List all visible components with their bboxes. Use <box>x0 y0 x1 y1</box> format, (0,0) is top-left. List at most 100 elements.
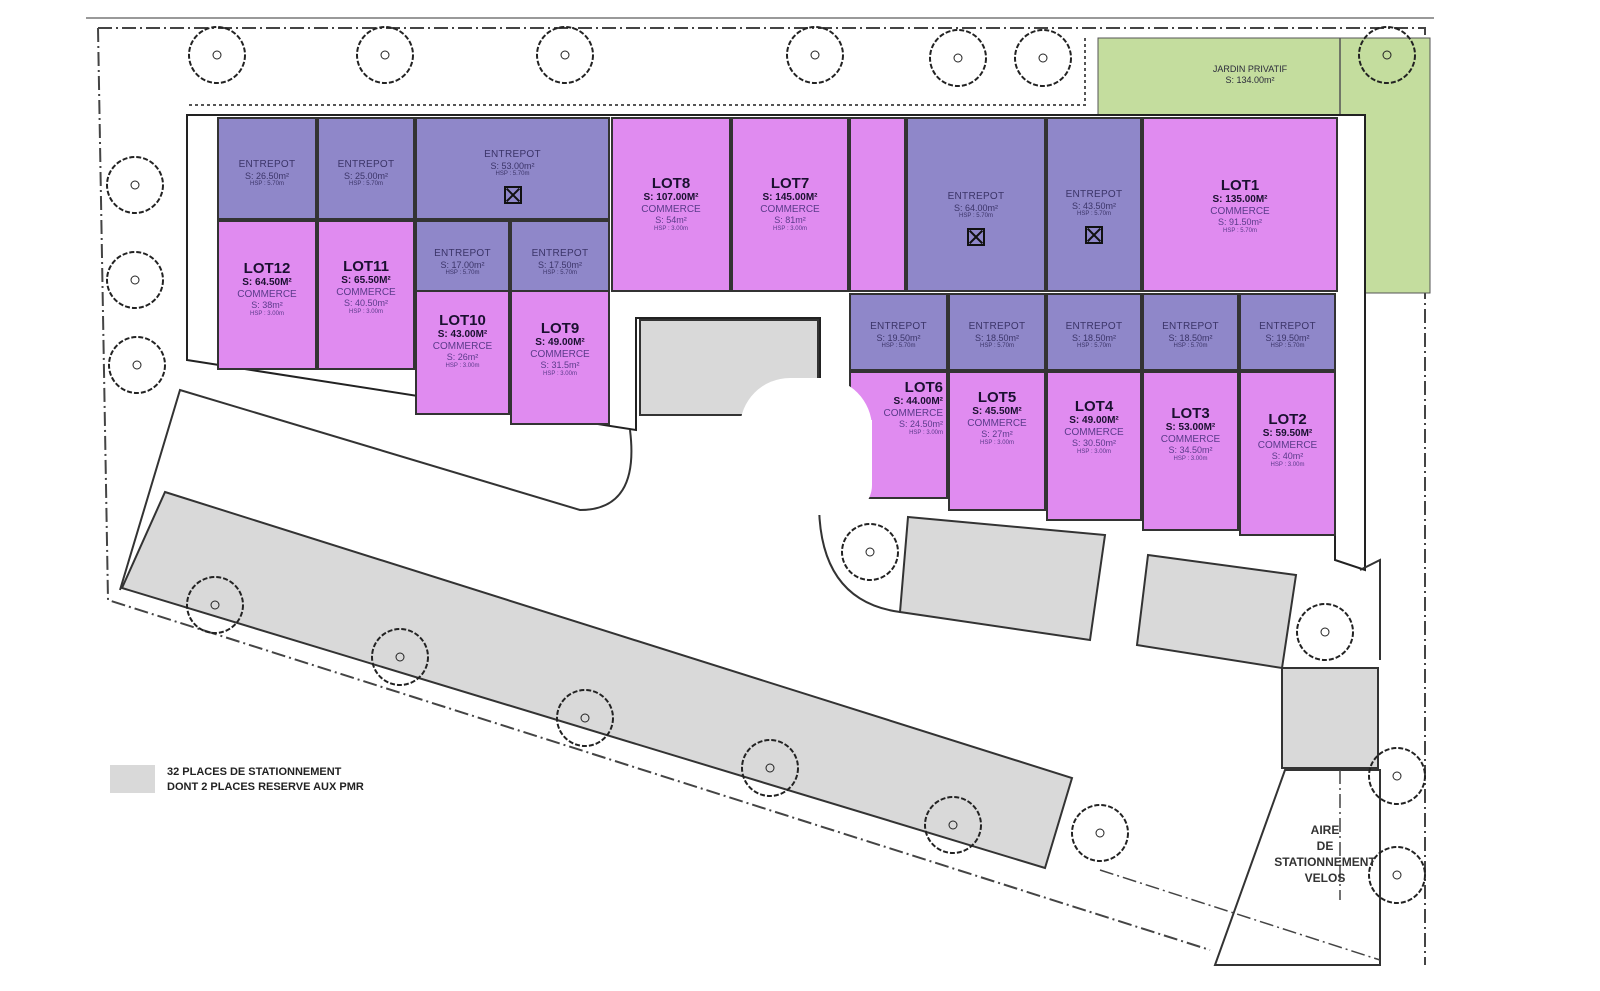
tree-icon <box>1358 26 1416 84</box>
lot-area: S: 65.50M² <box>341 275 391 287</box>
tree-trunk-icon <box>130 275 140 285</box>
lot-height: HSP : 3.00m <box>654 225 688 232</box>
tree-trunk-icon <box>130 180 140 190</box>
tree-trunk-icon <box>810 50 820 60</box>
entrepot-height: HSP : 5.70m <box>445 269 480 276</box>
tree-trunk-icon <box>1392 771 1402 781</box>
bike-label-line: STATIONNEMENT <box>1274 855 1376 869</box>
lot-label: LOT8 <box>651 175 691 192</box>
lot-use-area: S: 54m² <box>655 215 687 226</box>
lot-use-area: S: 31.5m² <box>540 360 580 371</box>
mask-shape <box>810 420 872 515</box>
tree-trunk-icon <box>1038 53 1048 63</box>
property-line <box>1099 869 1381 961</box>
bike-label-line: AIRE <box>1310 823 1340 837</box>
lot-use: COMMERCE <box>1064 426 1124 438</box>
parking-legend: 32 PLACES DE STATIONNEMENT DONT 2 PLACES… <box>167 765 364 795</box>
entrepot-height: HSP : 5.70m <box>959 212 993 219</box>
entrepot-height: HSP : 5.70m <box>1077 210 1111 217</box>
entrepot-height: HSP : 5.70m <box>980 342 1014 349</box>
tree-trunk-icon <box>1095 828 1105 838</box>
tree-trunk-icon <box>865 547 875 557</box>
lot-height: HSP : 3.00m <box>1270 461 1305 468</box>
bike-area-outline <box>1213 769 1381 966</box>
entrepot-label: ENTREPOT <box>1259 321 1316 332</box>
tree-trunk-icon <box>580 713 590 723</box>
lot-area: S: 49.00M² <box>535 337 585 349</box>
tree-icon <box>371 628 429 686</box>
lot-area: S: 45.50M² <box>972 406 1022 418</box>
lot-label: LOT9 <box>540 320 580 337</box>
entrepot-label: ENTREPOT <box>337 159 395 170</box>
entrepot-area: S: 17.50m² <box>537 259 583 270</box>
tree-icon <box>1296 603 1354 661</box>
lot-use-area: S: 34.50m² <box>1168 445 1213 456</box>
entrepot-label: ENTREPOT <box>968 321 1026 332</box>
entrepot-height: HSP : 5.70m <box>543 269 577 276</box>
entrepot-area: S: 17.00m² <box>440 259 485 270</box>
lot-use: COMMERCE <box>641 203 701 215</box>
entrepot-label: ENTREPOT <box>531 248 589 259</box>
entrepot-area: S: 26.50m² <box>244 170 290 181</box>
parking-strip <box>120 490 1074 870</box>
lot-use-area: S: 38m² <box>251 300 283 311</box>
tree-icon <box>1014 29 1072 87</box>
entrepot-label: ENTREPOT <box>484 149 541 160</box>
tree-trunk-icon <box>948 820 958 830</box>
site-boundary-top <box>86 17 1434 19</box>
lot-height: HSP : 3.00m <box>543 370 577 377</box>
lot-label: LOT12 <box>243 260 291 277</box>
entrepot-area: S: 18.50m² <box>1168 332 1213 343</box>
tree-icon <box>188 26 246 84</box>
lot-height: HSP : 5.70m <box>1223 227 1257 234</box>
lot-area: S: 49.00M² <box>1069 415 1119 427</box>
lot-label: LOT11 <box>343 258 389 275</box>
tree-trunk-icon <box>765 763 775 773</box>
lot-area: S: 44.00M² <box>893 396 943 408</box>
lot-label: LOT1 <box>1220 177 1260 194</box>
tree-trunk-icon <box>953 53 963 63</box>
jardin-title: JARDIN PRIVATIF <box>1212 64 1288 74</box>
entrepot-area: S: 25.00m² <box>343 170 389 181</box>
lot-use: COMMERCE <box>967 417 1027 429</box>
lot-area: S: 53.00M² <box>1165 422 1216 434</box>
entrepot-height: HSP : 5.70m <box>349 180 383 187</box>
lot-use-area: S: 91.50m² <box>1217 217 1263 228</box>
entrepot-area: S: 19.50m² <box>876 332 921 343</box>
entrepot-area: S: 43.50m² <box>1071 200 1117 211</box>
legend-line: DONT 2 PLACES RESERVE AUX PMR <box>167 781 364 793</box>
tree-trunk-icon <box>212 50 222 60</box>
tree-icon <box>556 689 614 747</box>
tree-trunk-icon <box>210 600 220 610</box>
lot-use-area: S: 24.50m² <box>898 419 943 430</box>
tree-icon <box>186 576 244 634</box>
lot-use: COMMERCE <box>1210 205 1270 217</box>
trees <box>106 26 1426 904</box>
lot-height: HSP : 3.00m <box>1173 455 1208 462</box>
parking-bay <box>1281 667 1379 769</box>
entrepot-height: HSP : 5.70m <box>250 180 284 187</box>
lot-use: COMMERCE <box>883 407 943 419</box>
lot-use: COMMERCE <box>432 340 493 352</box>
lot-label: LOT5 <box>977 389 1017 406</box>
lot-use: COMMERCE <box>237 288 297 300</box>
lot-label: LOT6 <box>904 379 943 396</box>
lot-area: S: 43.00M² <box>437 329 488 341</box>
tree-trunk-icon <box>560 50 570 60</box>
bike-area-label: AIRE DE STATIONNEMENT VELOS <box>1255 822 1395 886</box>
parking-bay <box>898 515 1107 642</box>
legend-parking-swatch <box>110 765 155 793</box>
tree-trunk-icon <box>1320 627 1330 637</box>
